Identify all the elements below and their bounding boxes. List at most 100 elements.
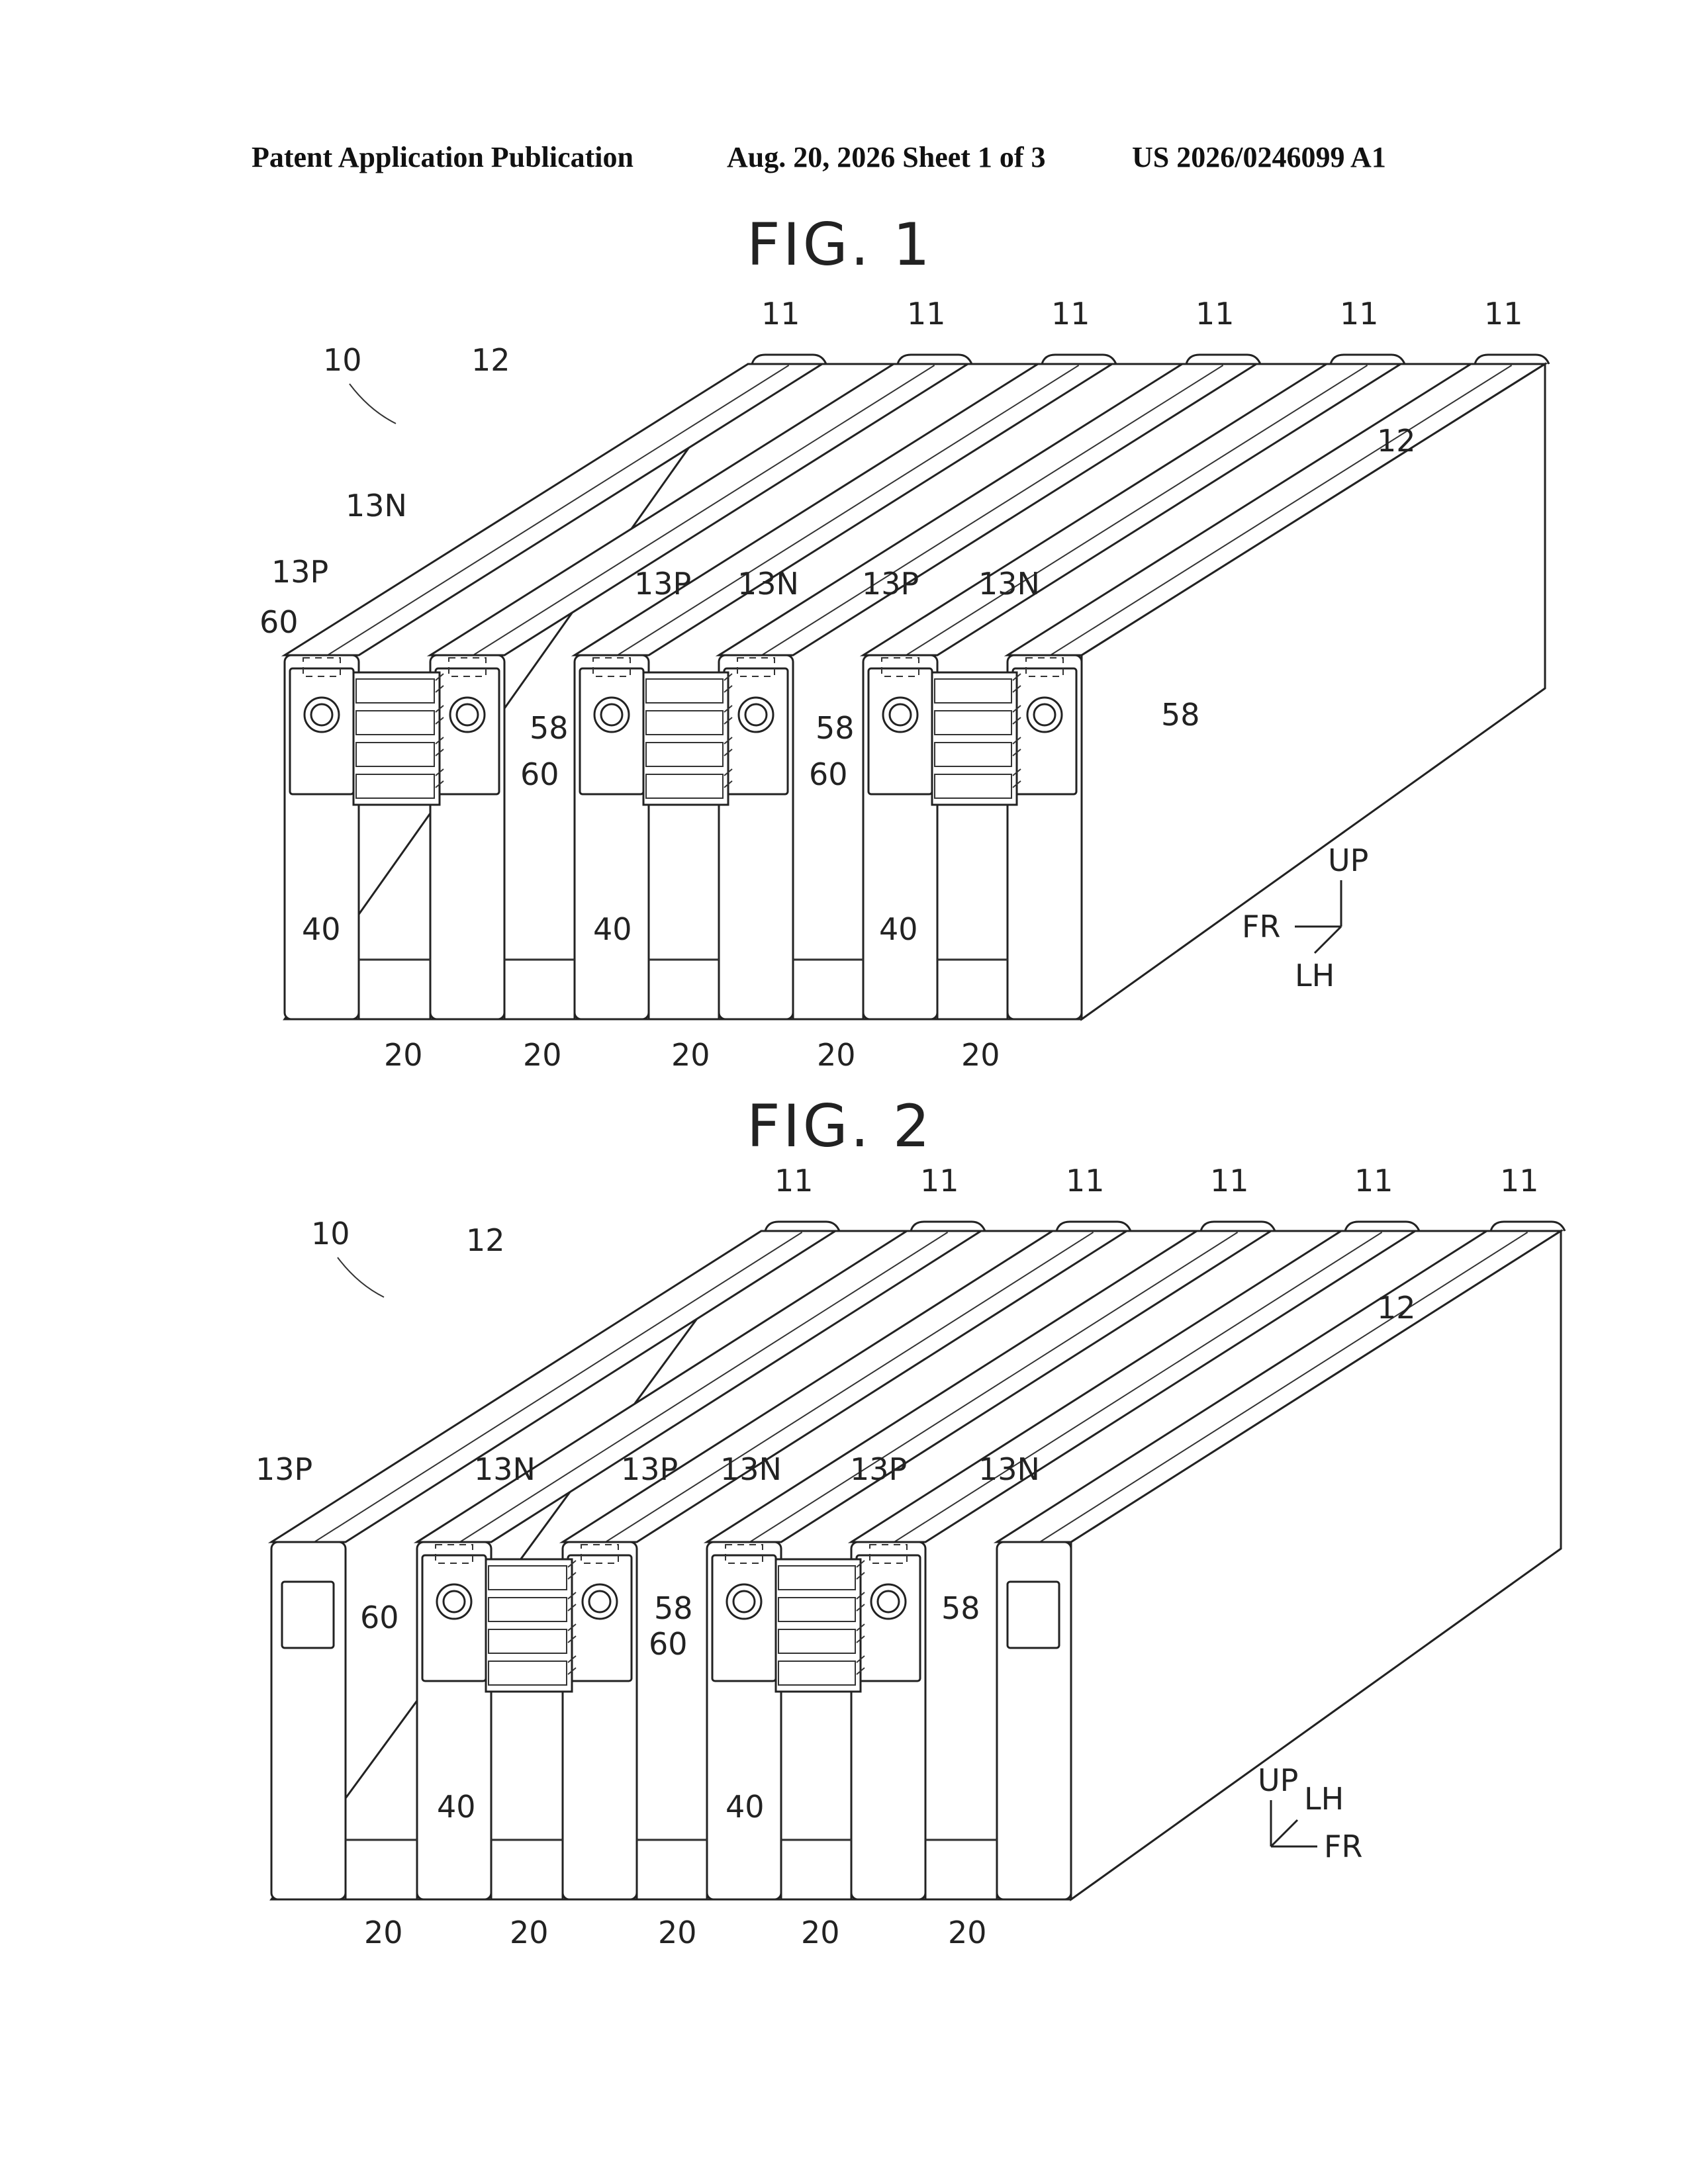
busbar-body <box>932 672 1017 805</box>
label-face-12: 12 <box>466 1222 505 1258</box>
label-hole-60: 60 <box>259 604 299 640</box>
leader-10 <box>338 1257 384 1297</box>
spacer-block <box>925 1840 997 1899</box>
label-hole-60: 60 <box>520 756 559 792</box>
label-hole-60: 60 <box>360 1600 399 1635</box>
spacer-block <box>793 960 863 1019</box>
cell-rib <box>1345 1222 1419 1231</box>
cell-front-face <box>707 1542 781 1899</box>
cell-front-face <box>430 655 504 1019</box>
cell-front-face <box>285 655 359 1019</box>
label-face-12: 12 <box>471 342 510 378</box>
label-cell-11: 11 <box>1051 296 1090 332</box>
label-terminal: 13P <box>621 1451 678 1487</box>
spacer-block <box>491 1840 563 1899</box>
label-bolt-58: 58 <box>654 1590 693 1626</box>
label-terminal: 13P <box>634 566 691 602</box>
fig2-drawing: 11 11 11 11 11 11 10 12 12 13P 13N 13P 13N 13P 13N 58 58… <box>256 1163 1565 1950</box>
cell-front-face <box>417 1542 491 1899</box>
spacer-block <box>649 960 719 1019</box>
label-cell-11: 11 <box>1340 296 1379 332</box>
cell-front-face <box>575 655 649 1019</box>
label-assembly-10: 10 <box>311 1216 350 1251</box>
label-spacer-20: 20 <box>948 1915 987 1950</box>
spacer-block <box>504 960 575 1019</box>
label-hole-60: 60 <box>809 756 848 792</box>
busbar-body <box>776 1559 861 1692</box>
label-spacer-20: 20 <box>671 1037 710 1073</box>
cell-front-face <box>863 655 937 1019</box>
spacer-block <box>346 1840 417 1899</box>
label-hole-60: 60 <box>649 1626 688 1662</box>
label-terminal: 13P <box>862 566 919 602</box>
cell-front-face <box>563 1542 637 1899</box>
axis-lh-arrow <box>1315 927 1341 953</box>
label-cell-11: 11 <box>907 296 946 332</box>
cell-front-face <box>1008 655 1082 1019</box>
label-cell-11: 11 <box>1210 1163 1249 1199</box>
cell-front-face <box>851 1542 925 1899</box>
spacer-block <box>937 960 1008 1019</box>
label-bolt-58: 58 <box>1161 697 1200 733</box>
label-terminal: 13P <box>256 1451 312 1487</box>
label-axis-lh: LH <box>1304 1781 1344 1817</box>
label-axis-up: UP <box>1328 842 1368 878</box>
label-terminal: 13N <box>737 566 799 602</box>
label-face-12: 12 <box>1377 1290 1416 1326</box>
axis-lh-arrow <box>1271 1820 1297 1846</box>
label-cell-11: 11 <box>1066 1163 1105 1199</box>
label-cell-11: 11 <box>761 296 800 332</box>
label-axis-fr: FR <box>1242 909 1280 944</box>
cell-rib <box>1331 355 1405 364</box>
label-bolt-58: 58 <box>816 710 855 746</box>
cell-rib <box>1475 355 1549 364</box>
cell-rib <box>898 355 972 364</box>
leader-10 <box>350 384 396 424</box>
label-axis-lh: LH <box>1295 958 1335 993</box>
label-terminal: 13N <box>474 1451 536 1487</box>
cell-rib <box>1186 355 1260 364</box>
label-cell-11: 11 <box>920 1163 959 1199</box>
label-bolt-58: 58 <box>941 1590 980 1626</box>
cell-rib <box>752 355 826 364</box>
label-terminal: 13N <box>346 488 407 523</box>
label-spacer-20: 20 <box>510 1915 549 1950</box>
label-assembly-10: 10 <box>323 342 362 378</box>
label-cell-11: 11 <box>1484 296 1523 332</box>
label-bolt-58: 58 <box>530 710 569 746</box>
label-spacer-20: 20 <box>817 1037 856 1073</box>
label-spacer-20: 20 <box>384 1037 423 1073</box>
label-busbar-40: 40 <box>437 1789 476 1825</box>
cell-rib <box>1056 1222 1131 1231</box>
label-cell-11: 11 <box>774 1163 814 1199</box>
label-spacer-20: 20 <box>801 1915 840 1950</box>
label-spacer-20: 20 <box>961 1037 1000 1073</box>
label-terminal: 13N <box>978 566 1040 602</box>
label-axis-up: UP <box>1258 1762 1298 1798</box>
label-axis-fr: FR <box>1324 1829 1362 1864</box>
cell-rib <box>1201 1222 1275 1231</box>
label-busbar-40: 40 <box>879 911 918 947</box>
busbar-body <box>643 672 728 805</box>
label-terminal: 13N <box>978 1451 1040 1487</box>
label-spacer-20: 20 <box>364 1915 403 1950</box>
cell-rib <box>911 1222 985 1231</box>
label-cell-11: 11 <box>1500 1163 1539 1199</box>
label-terminal: 13N <box>720 1451 782 1487</box>
label-busbar-40: 40 <box>593 911 632 947</box>
spacer-block <box>359 960 430 1019</box>
label-spacer-20: 20 <box>658 1915 697 1950</box>
cell-rib <box>1491 1222 1565 1231</box>
busbar-body <box>486 1559 572 1692</box>
spacer-block <box>637 1840 707 1899</box>
cell-rib <box>1042 355 1116 364</box>
busbar-body <box>353 672 440 805</box>
label-cell-11: 11 <box>1354 1163 1393 1199</box>
fig1-drawing: 11111111111110121213P13N13P13N13P13N5858… <box>259 296 1549 1073</box>
label-cell-11: 11 <box>1196 296 1235 332</box>
label-terminal: 13P <box>850 1451 907 1487</box>
cell-front-face <box>719 655 793 1019</box>
spacer-block <box>781 1840 851 1899</box>
label-face-12: 12 <box>1377 423 1416 459</box>
